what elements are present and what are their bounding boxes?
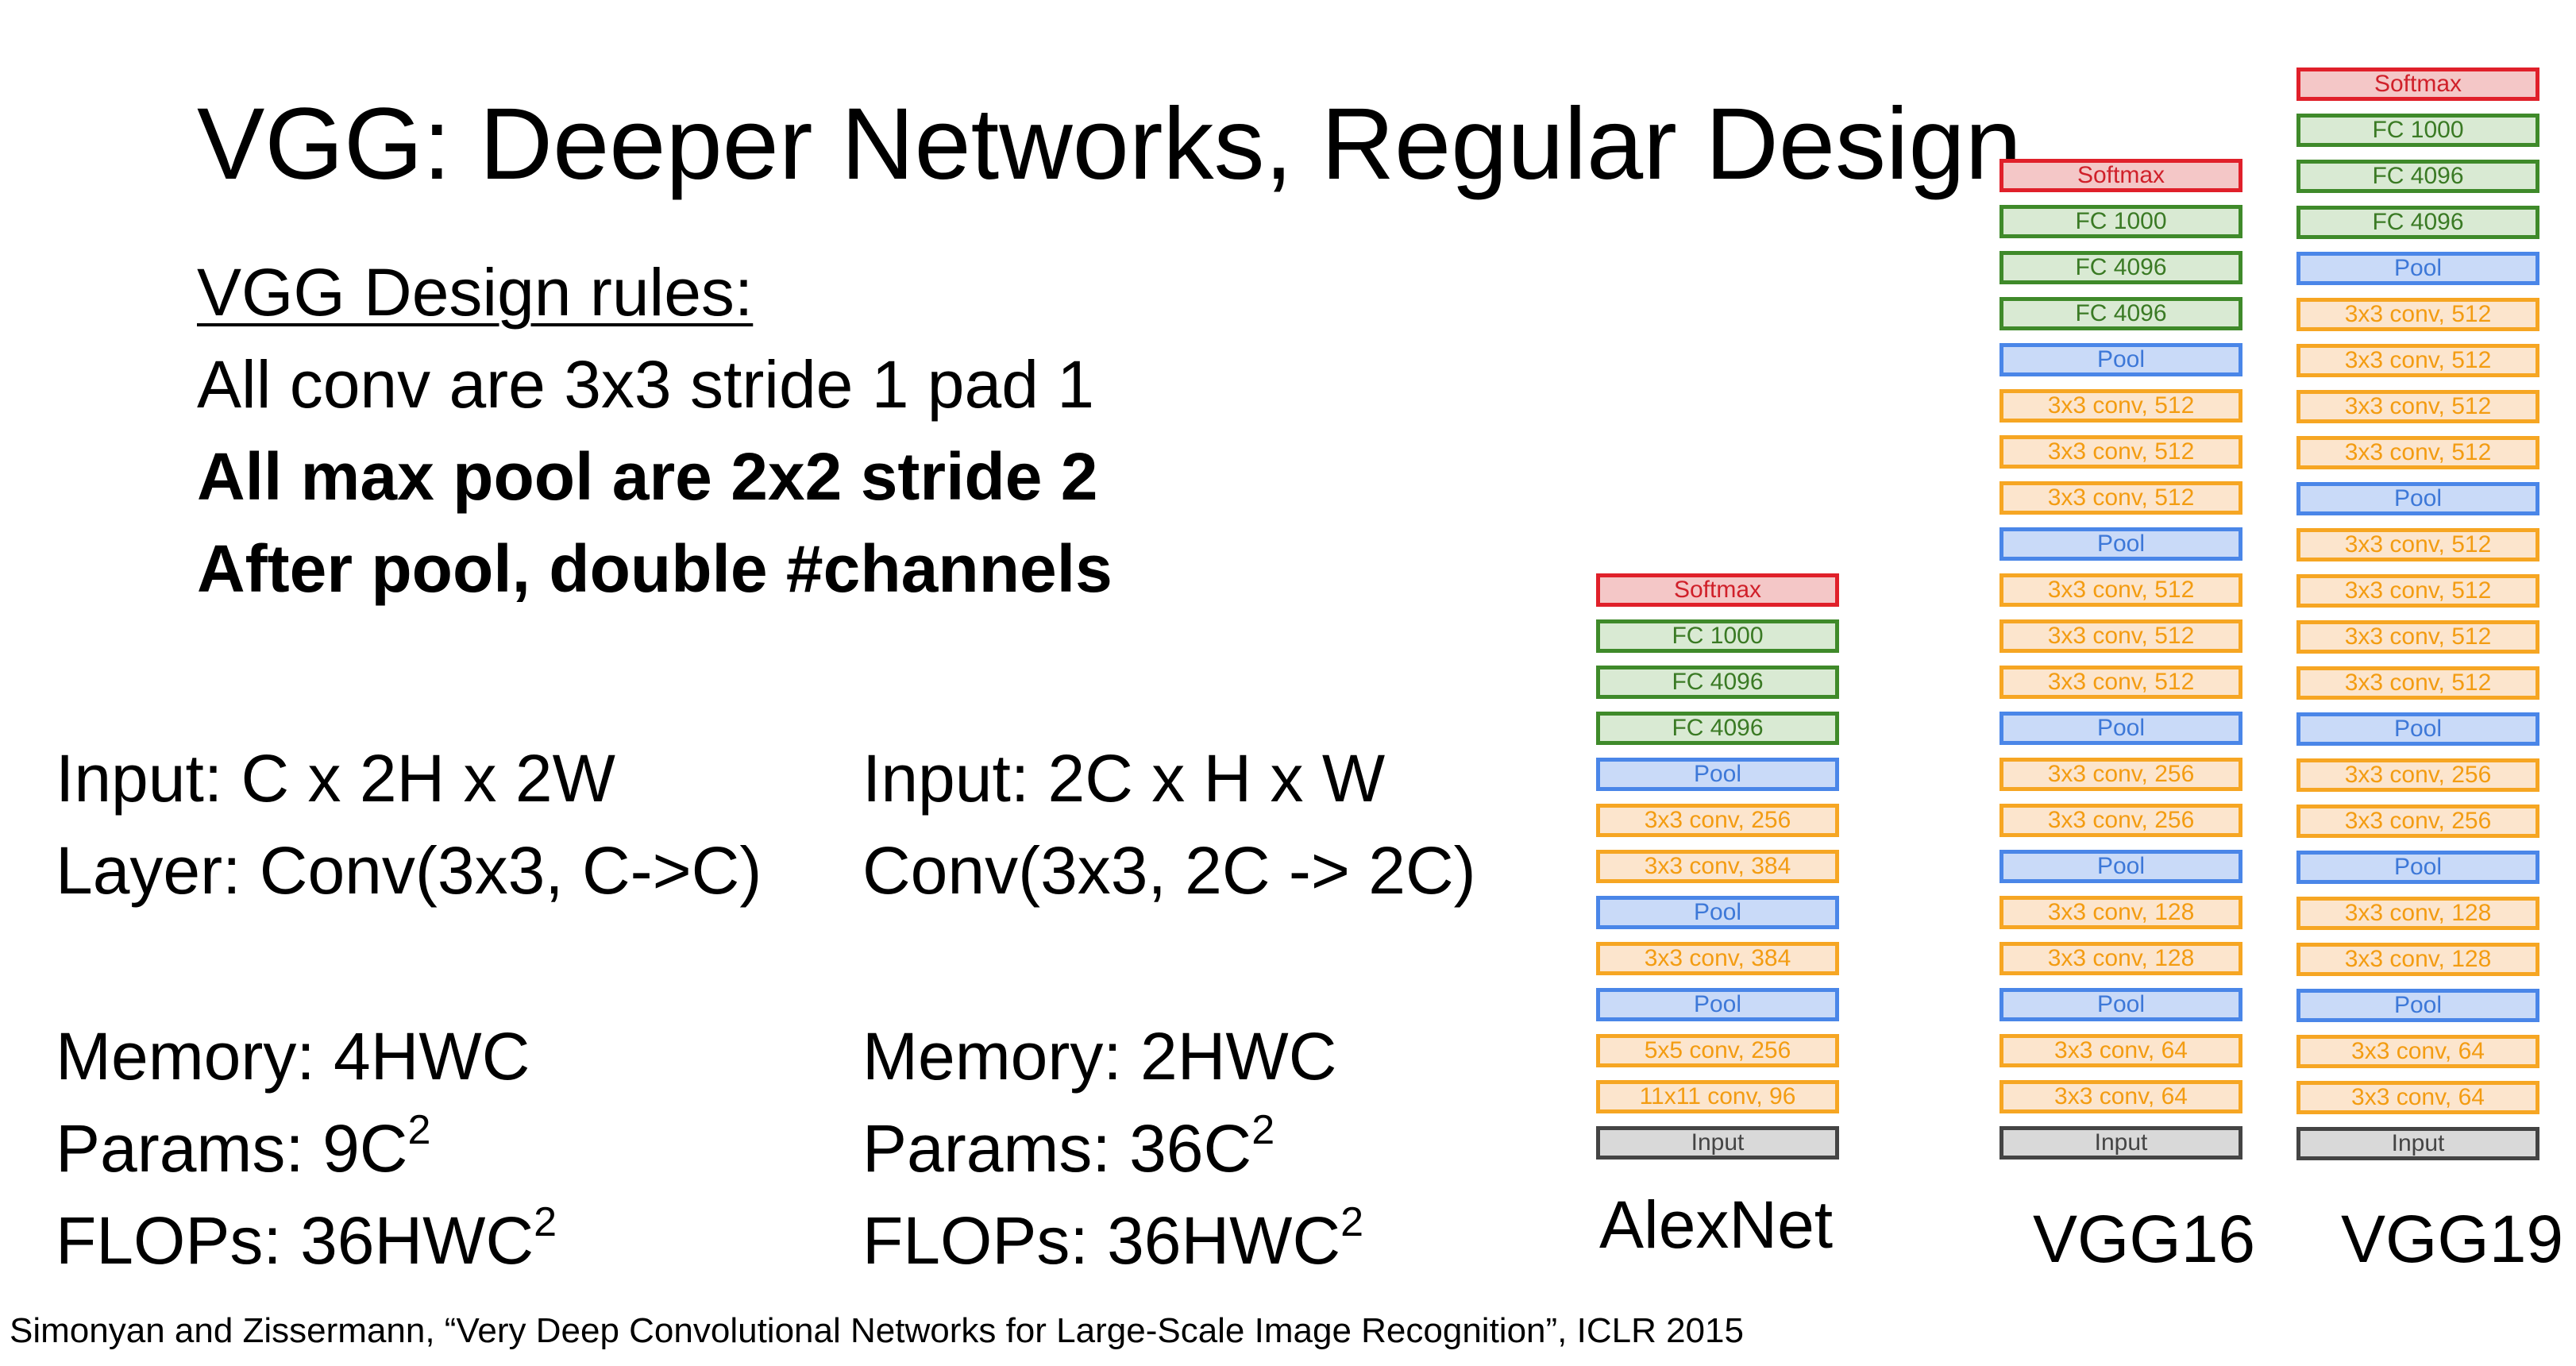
vgg16-layer-3x3-conv-512: 3x3 conv, 512: [1999, 619, 2242, 653]
alexnet-layer-pool: Pool: [1596, 988, 1839, 1021]
left-params-base: Params: 9C: [56, 1111, 408, 1186]
left-params-exponent: 2: [407, 1106, 431, 1153]
vgg16-layer-3x3-conv-512: 3x3 conv, 512: [1999, 666, 2242, 699]
alexnet-layer-11x11-conv-96: 11x11 conv, 96: [1596, 1080, 1839, 1113]
alexnet-label: AlexNet: [1599, 1187, 1834, 1262]
vgg16-layer-pool: Pool: [1999, 527, 2242, 561]
vgg16-layer-pool: Pool: [1999, 988, 2242, 1021]
vgg16-layer-fc-1000: FC 1000: [1999, 205, 2242, 238]
left-flops-base: FLOPs: 36HWC: [56, 1203, 534, 1278]
vgg19-layer-3x3-conv-512: 3x3 conv, 512: [2296, 666, 2539, 700]
vgg19-layer-pool: Pool: [2296, 989, 2539, 1022]
vgg19-layer-pool: Pool: [2296, 482, 2539, 515]
vgg16-layer-pool: Pool: [1999, 712, 2242, 745]
vgg16-layer-3x3-conv-128: 3x3 conv, 128: [1999, 896, 2242, 929]
vgg16-layer-pool: Pool: [1999, 850, 2242, 883]
right-flops-exponent: 2: [1340, 1198, 1364, 1245]
vgg19-layer-3x3-conv-64: 3x3 conv, 64: [2296, 1035, 2539, 1068]
vgg19-layer-3x3-conv-512: 3x3 conv, 512: [2296, 574, 2539, 608]
vgg19-layer-pool: Pool: [2296, 851, 2539, 884]
right-flops-text: FLOPs: 36HWC2: [862, 1202, 1363, 1274]
vgg19-layer-3x3-conv-512: 3x3 conv, 512: [2296, 344, 2539, 377]
slide-title: VGG: Deeper Networks, Regular Design: [197, 87, 2022, 201]
alexnet-layer-input: Input: [1596, 1126, 1839, 1160]
vgg19-label: VGG19: [2341, 1202, 2564, 1276]
left-layer-text: Layer: Conv(3x3, C->C): [56, 833, 762, 908]
vgg19-layer-fc-4096: FC 4096: [2296, 160, 2539, 193]
vgg19-layer-3x3-conv-256: 3x3 conv, 256: [2296, 805, 2539, 838]
left-flops-text: FLOPs: 36HWC2: [56, 1202, 557, 1274]
right-input-text: Input: 2C x H x W: [862, 741, 1386, 816]
vgg16-layer-fc-4096: FC 4096: [1999, 297, 2242, 330]
vgg16-layer-3x3-conv-128: 3x3 conv, 128: [1999, 942, 2242, 975]
left-params-text: Params: 9C2: [56, 1109, 430, 1182]
right-params-text: Params: 36C2: [862, 1109, 1275, 1182]
design-rules-heading: VGG Design rules:: [197, 255, 754, 330]
left-input-text: Input: C x 2H x 2W: [56, 741, 615, 816]
vgg16-layer-3x3-conv-256: 3x3 conv, 256: [1999, 804, 2242, 837]
vgg16-layer-3x3-conv-256: 3x3 conv, 256: [1999, 758, 2242, 791]
vgg16-layer-3x3-conv-512: 3x3 conv, 512: [1999, 435, 2242, 469]
vgg19-layer-pool: Pool: [2296, 712, 2539, 746]
vgg19-layer-pool: Pool: [2296, 252, 2539, 285]
alexnet-layer-pool: Pool: [1596, 896, 1839, 929]
alexnet-layer-pool: Pool: [1596, 758, 1839, 791]
alexnet-layer-fc-4096: FC 4096: [1596, 666, 1839, 699]
vgg19-layer-fc-4096: FC 4096: [2296, 206, 2539, 239]
design-rule-channels: After pool, double #channels: [197, 531, 1113, 606]
alexnet-layer-3x3-conv-384: 3x3 conv, 384: [1596, 942, 1839, 975]
vgg16-layer-input: Input: [1999, 1126, 2242, 1160]
vgg19-layer-3x3-conv-512: 3x3 conv, 512: [2296, 620, 2539, 654]
vgg19-layer-3x3-conv-512: 3x3 conv, 512: [2296, 436, 2539, 469]
vgg16-label: VGG16: [2033, 1202, 2256, 1276]
alexnet-layer-5x5-conv-256: 5x5 conv, 256: [1596, 1034, 1839, 1067]
vgg16-layer-softmax: Softmax: [1999, 159, 2242, 192]
vgg16-layer-3x3-conv-512: 3x3 conv, 512: [1999, 573, 2242, 607]
vgg19-layer-3x3-conv-128: 3x3 conv, 128: [2296, 897, 2539, 930]
left-memory-text: Memory: 4HWC: [56, 1019, 530, 1094]
vgg19-layer-input: Input: [2296, 1127, 2539, 1160]
vgg19-layer-3x3-conv-512: 3x3 conv, 512: [2296, 390, 2539, 423]
design-rule-conv: All conv are 3x3 stride 1 pad 1: [197, 347, 1094, 422]
vgg16-layer-pool: Pool: [1999, 343, 2242, 376]
left-flops-exponent: 2: [534, 1198, 557, 1245]
vgg16-layer-3x3-conv-64: 3x3 conv, 64: [1999, 1080, 2242, 1113]
vgg19-layer-3x3-conv-256: 3x3 conv, 256: [2296, 758, 2539, 792]
vgg16-layer-fc-4096: FC 4096: [1999, 251, 2242, 284]
vgg19-layer-3x3-conv-64: 3x3 conv, 64: [2296, 1081, 2539, 1114]
right-memory-text: Memory: 2HWC: [862, 1019, 1337, 1094]
vgg16-layer-3x3-conv-64: 3x3 conv, 64: [1999, 1034, 2242, 1067]
vgg16-layer-3x3-conv-512: 3x3 conv, 512: [1999, 389, 2242, 423]
vgg19-layer-3x3-conv-512: 3x3 conv, 512: [2296, 298, 2539, 331]
right-layer-text: Conv(3x3, 2C -> 2C): [862, 833, 1476, 908]
right-flops-base: FLOPs: 36HWC: [862, 1203, 1341, 1278]
alexnet-layer-softmax: Softmax: [1596, 573, 1839, 607]
alexnet-layer-fc-1000: FC 1000: [1596, 619, 1839, 653]
vgg16-layer-3x3-conv-512: 3x3 conv, 512: [1999, 481, 2242, 515]
right-params-base: Params: 36C: [862, 1111, 1252, 1186]
right-params-exponent: 2: [1251, 1106, 1275, 1153]
alexnet-layer-fc-4096: FC 4096: [1596, 712, 1839, 745]
alexnet-layer-3x3-conv-256: 3x3 conv, 256: [1596, 804, 1839, 837]
citation: Simonyan and Zissermann, “Very Deep Conv…: [10, 1311, 1744, 1350]
alexnet-layer-3x3-conv-384: 3x3 conv, 384: [1596, 850, 1839, 883]
vgg19-layer-3x3-conv-512: 3x3 conv, 512: [2296, 528, 2539, 561]
vgg19-layer-3x3-conv-128: 3x3 conv, 128: [2296, 943, 2539, 976]
vgg19-layer-fc-1000: FC 1000: [2296, 114, 2539, 147]
vgg19-layer-softmax: Softmax: [2296, 68, 2539, 101]
design-rule-pool: All max pool are 2x2 stride 2: [197, 439, 1098, 514]
